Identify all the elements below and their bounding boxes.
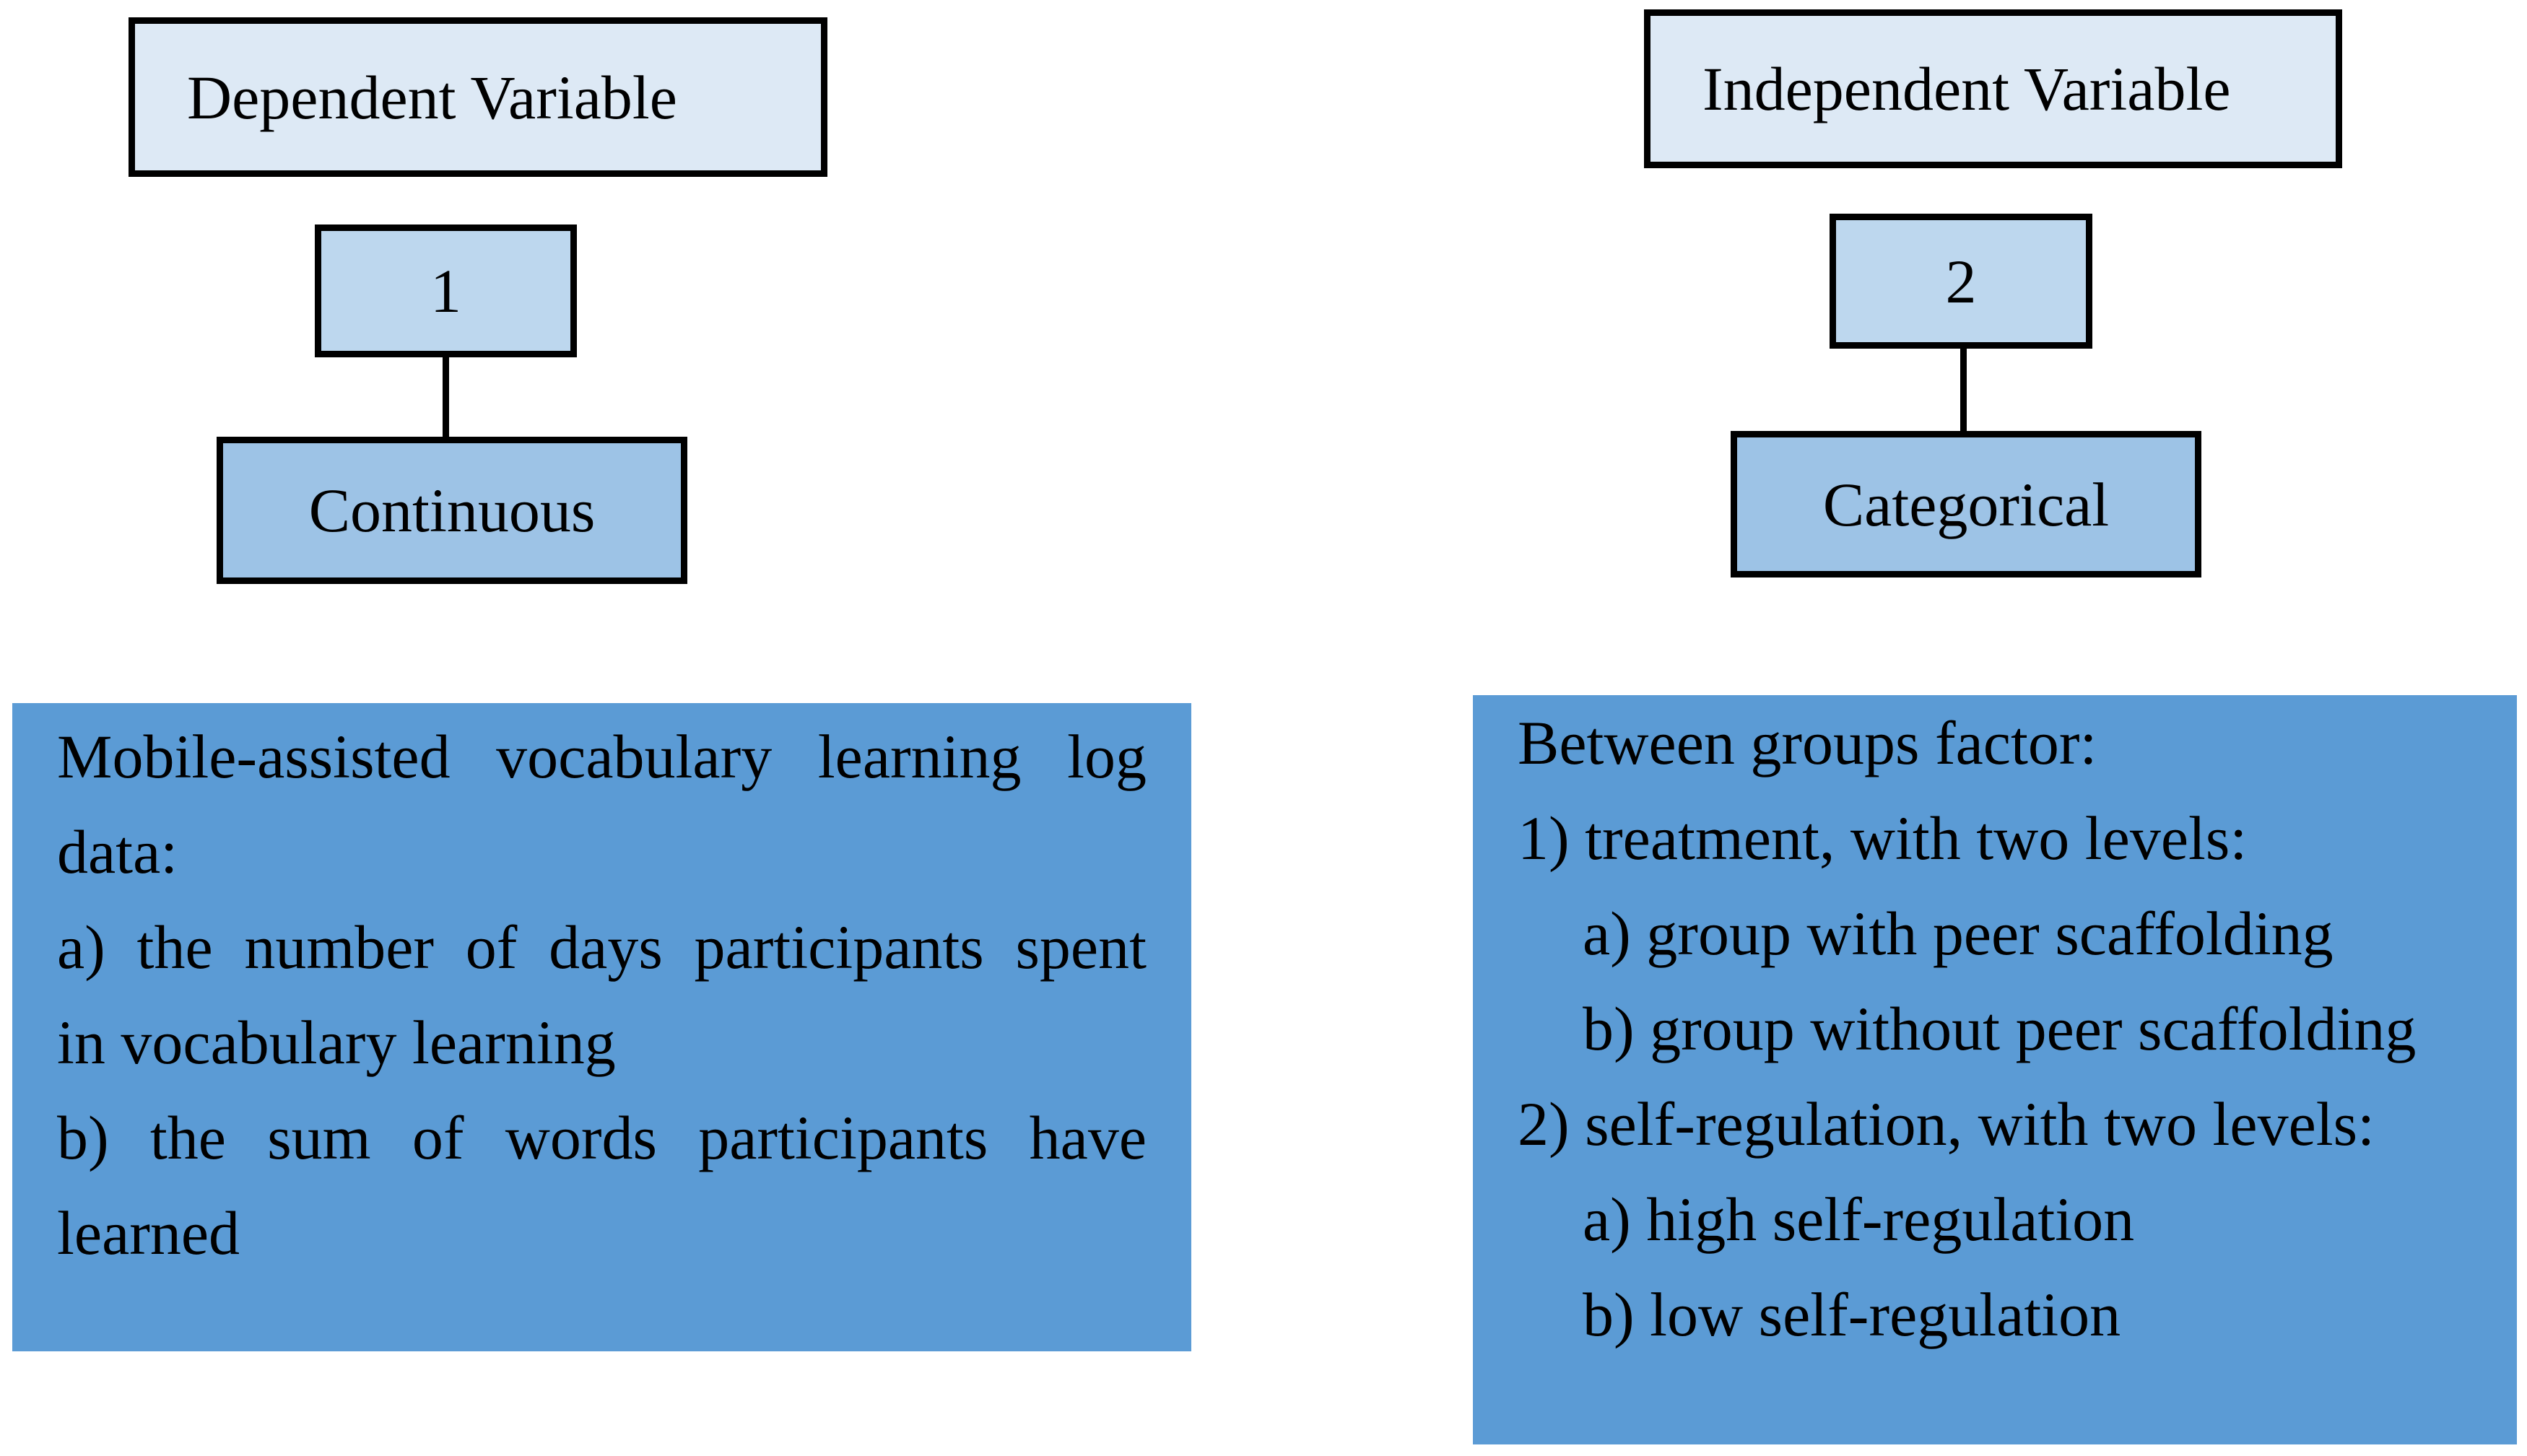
independent-variable-title-box: Independent Variable <box>1644 9 2342 168</box>
dependent-variable-type-box: Continuous <box>217 437 687 584</box>
independent-description-heading: Between groups factor: <box>1518 708 2097 777</box>
independent-variable-number: 2 <box>1945 246 1977 316</box>
dependent-description-item-a-line2: in vocabulary learning <box>57 1008 616 1077</box>
independent-variable-number-box: 2 <box>1830 214 2092 349</box>
dependent-variable-type: Continuous <box>308 476 596 545</box>
independent-variable-title: Independent Variable <box>1702 54 2231 123</box>
dependent-description-item-b-line2: learned <box>57 1198 240 1268</box>
dependent-description-item-a-line1: a) the number of days participants spent <box>57 912 1147 982</box>
dependent-description-item-b-line1: b) the sum of words participants have <box>57 1103 1147 1172</box>
dependent-variable-number-box: 1 <box>315 224 577 357</box>
independent-description-panel: Between groups factor: 1) treatment, wit… <box>1473 695 2517 1444</box>
dependent-variable-number: 1 <box>430 256 461 326</box>
dependent-description-heading-line1: Mobile-assisted vocabulary learning log <box>57 722 1147 791</box>
dependent-variable-title-box: Dependent Variable <box>129 17 827 177</box>
independent-factor2-level-b: b) low self-regulation <box>1583 1280 2121 1349</box>
dependent-connector-line <box>443 357 449 438</box>
dependent-variable-title: Dependent Variable <box>187 62 677 132</box>
independent-factor2-label: 2) self-regulation, with two levels: <box>1518 1089 2375 1159</box>
independent-factor1-level-a: a) group with peer scaffolding <box>1583 899 2334 968</box>
independent-variable-type: Categorical <box>1822 469 2110 539</box>
independent-connector-line <box>1960 349 1967 432</box>
dependent-description-heading-line2: data: <box>57 817 178 886</box>
dependent-description-panel: Mobile-assisted vocabulary learning log … <box>12 703 1191 1351</box>
independent-factor2-level-a: a) high self-regulation <box>1583 1185 2135 1254</box>
independent-variable-type-box: Categorical <box>1731 431 2201 577</box>
independent-factor1-level-b: b) group without peer scaffolding <box>1583 994 2417 1063</box>
independent-factor1-label: 1) treatment, with two levels: <box>1518 803 2248 873</box>
